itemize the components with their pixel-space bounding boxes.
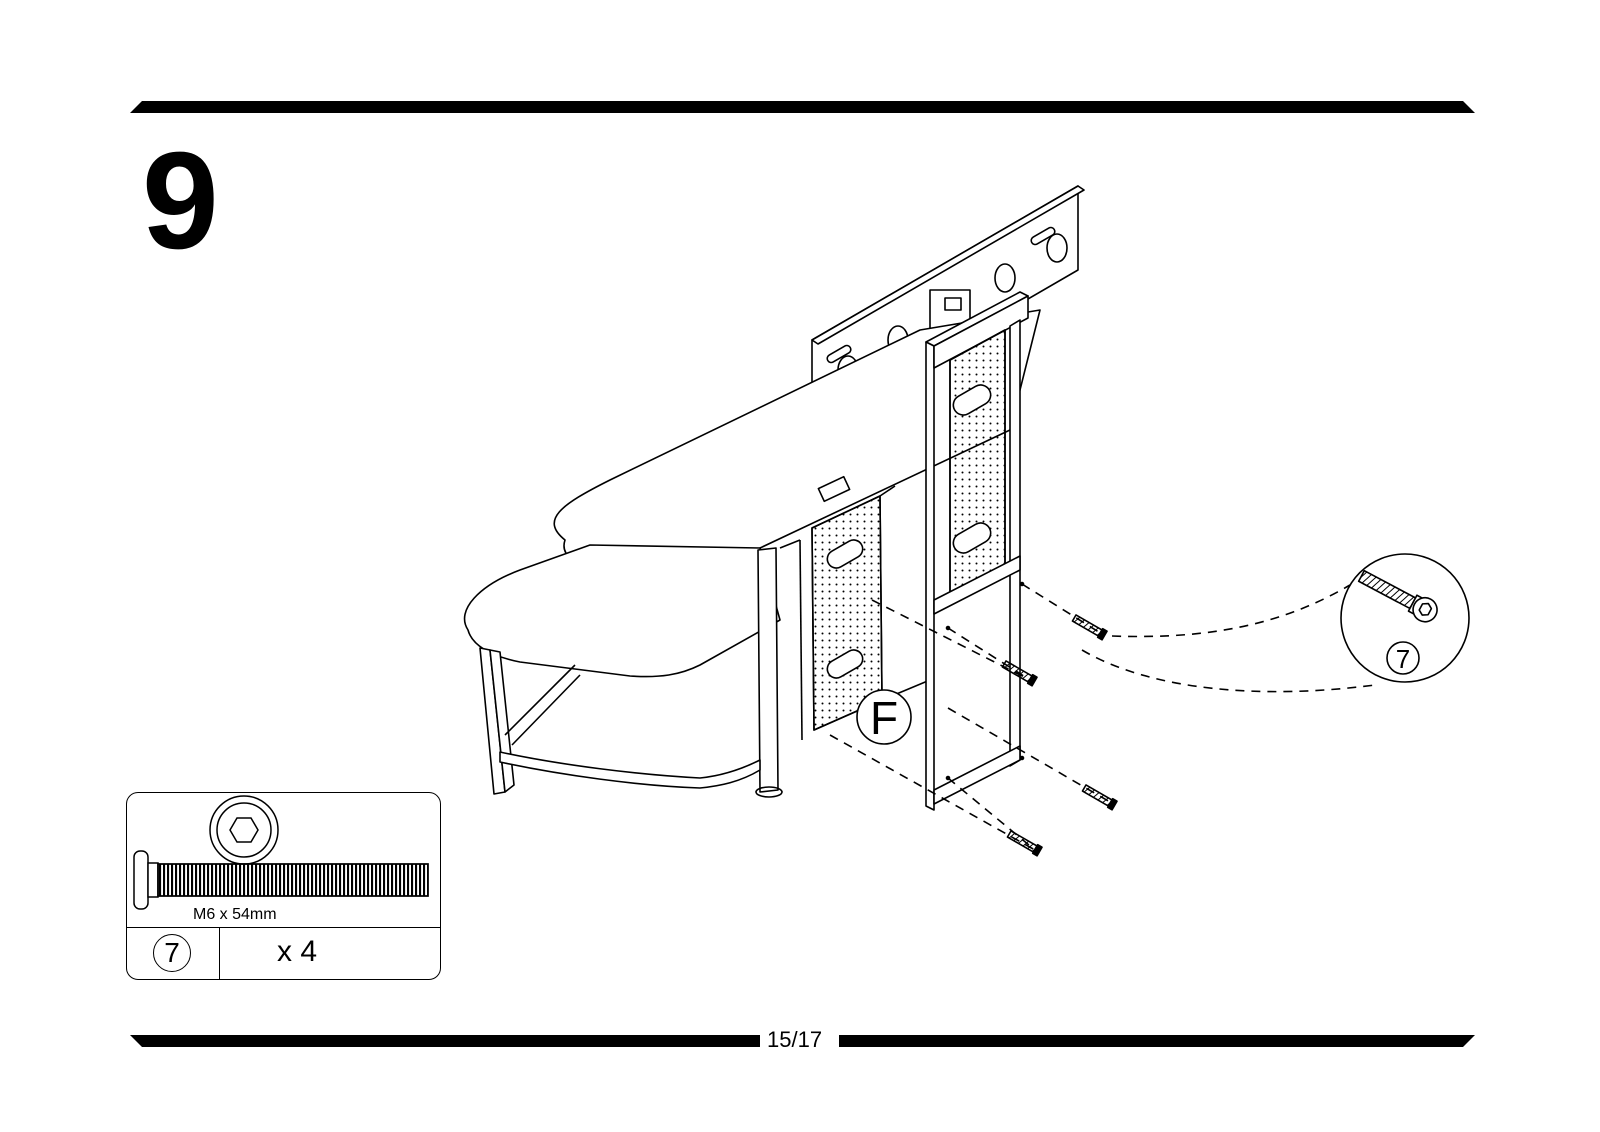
hardware-box: M6 x 54mm 7 x 4 <box>126 792 441 980</box>
assembly-illustration: F <box>440 180 1580 880</box>
bottom-shelf <box>500 752 760 788</box>
step-number: 9 <box>142 132 217 270</box>
footer-divider-left <box>130 1035 760 1047</box>
part-id-badge: 7 <box>153 934 191 972</box>
page-number: 15/17 <box>767 1029 822 1051</box>
footer-divider-right <box>839 1035 1475 1047</box>
table-divider <box>127 927 440 928</box>
middle-shelf <box>465 545 780 677</box>
part-f-text: F <box>870 692 898 744</box>
top-divider <box>130 101 1475 113</box>
table-divider <box>219 927 220 979</box>
quantity-label: x 4 <box>277 935 317 969</box>
screw-size-label: M6 x 54mm <box>193 906 277 924</box>
screw-diagram <box>127 793 439 928</box>
callout-part-id: 7 <box>1396 644 1410 674</box>
